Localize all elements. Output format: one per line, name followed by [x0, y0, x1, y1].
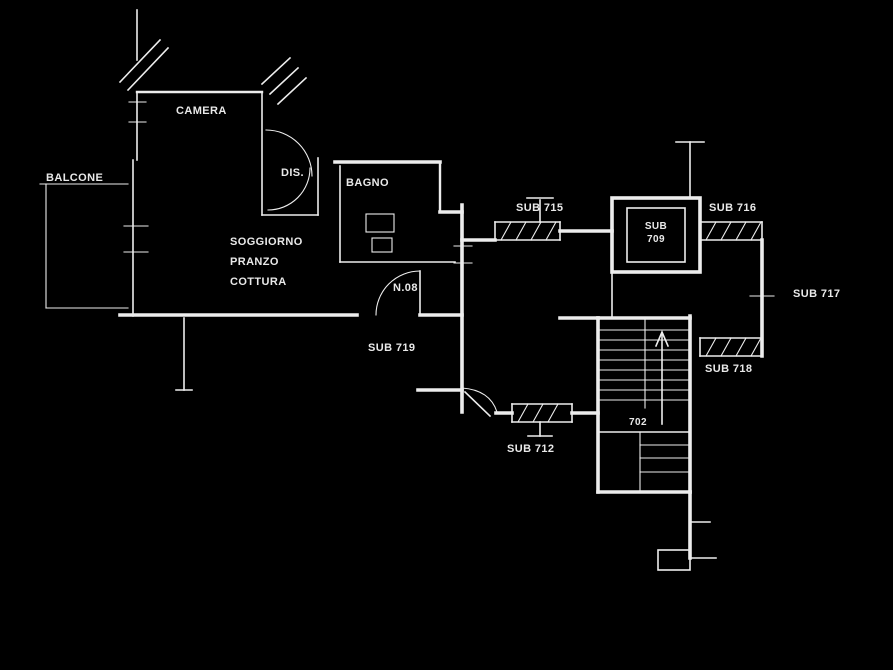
sub715-label: SUB 715 — [516, 202, 563, 214]
top-right-stub — [675, 141, 705, 199]
sub709-label-line1: SUB — [645, 221, 667, 232]
sub709-shaft — [610, 196, 702, 274]
sub712-label: SUB 712 — [507, 443, 554, 455]
room-label-balcone: BALCONE — [46, 172, 103, 184]
entrance-door — [375, 270, 421, 316]
unit-number-label: N.08 — [393, 282, 418, 294]
room-label-soggiorno-line3: COTTURA — [230, 276, 287, 288]
walls-left-unit — [118, 9, 464, 391]
stair-number-label: 702 — [629, 417, 647, 428]
dis-closet-doors — [260, 56, 319, 216]
bottom-right-tail — [657, 490, 717, 571]
sub712-wall-section — [511, 403, 573, 437]
bathroom-walls — [333, 160, 464, 263]
central-wall — [416, 203, 498, 418]
room-label-soggiorno-line2: PRANZO — [230, 256, 279, 268]
right-outer-wall — [749, 238, 775, 358]
sub718-wall-section — [699, 337, 763, 357]
sub716-wall-section — [699, 221, 763, 241]
sub719-label: SUB 719 — [368, 342, 415, 354]
sub709-label-line2: 709 — [647, 234, 665, 245]
room-label-dis: DIS. — [281, 167, 304, 179]
stairwell — [596, 314, 692, 494]
balcony-outline — [39, 183, 129, 309]
room-label-soggiorno-line1: SOGGIORNO — [230, 236, 303, 248]
room-label-bagno: BAGNO — [346, 177, 389, 189]
sub717-label: SUB 717 — [793, 288, 840, 300]
subaltern-labels: N.08 SUB 719 SUB 715 SUB 709 SUB 716 SUB… — [368, 202, 840, 455]
sub716-label: SUB 716 — [709, 202, 756, 214]
room-label-camera: CAMERA — [176, 105, 227, 117]
connector-walls — [460, 229, 614, 415]
sub718-label: SUB 718 — [705, 363, 752, 375]
room-labels: CAMERA BALCONE DIS. BAGNO SOGGIORNO PRAN… — [46, 105, 389, 288]
sub715-wall-section — [494, 197, 561, 241]
